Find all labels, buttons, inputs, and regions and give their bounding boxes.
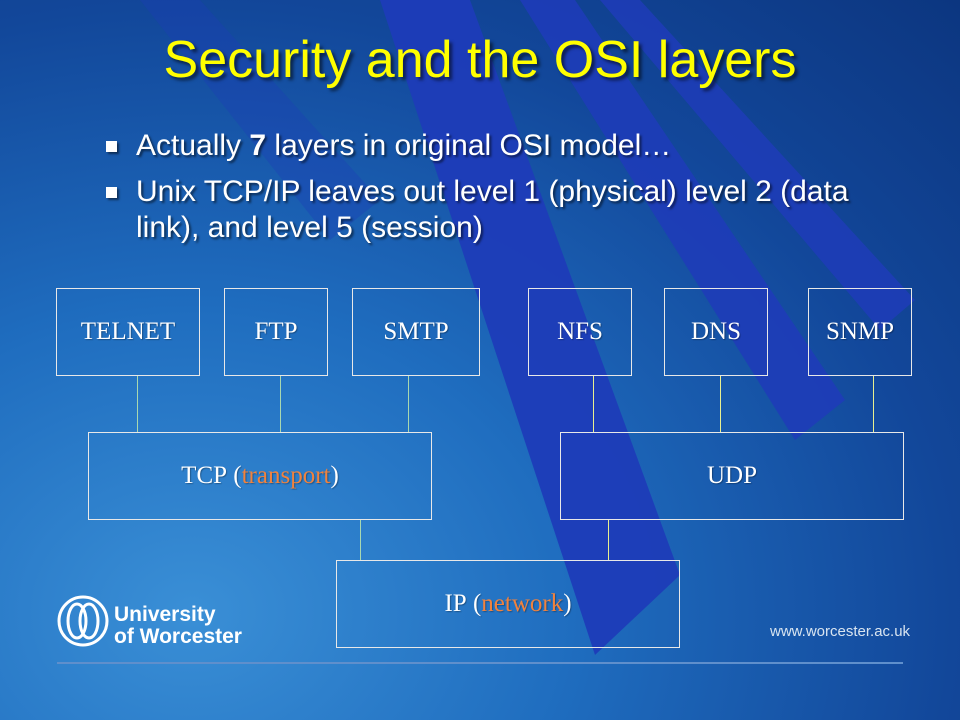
- app-box-nfs: NFS: [528, 288, 632, 376]
- bullet-text-post: layers in original OSI model…: [266, 129, 672, 162]
- app-box-dns: DNS: [664, 288, 768, 376]
- ip-box: IP (network): [336, 560, 680, 648]
- app-label: NFS: [557, 318, 603, 345]
- app-label: TELNET: [80, 318, 176, 345]
- app-box-telnet: TELNET: [56, 288, 200, 376]
- bullet-text: Unix TCP/IP leaves out level 1 (physical…: [136, 175, 849, 244]
- footer-divider: [57, 662, 903, 664]
- bullet-list: Actually 7 layers in original OSI model……: [104, 128, 914, 256]
- connector-udp-ip: [608, 520, 609, 560]
- connector-smtp-tcp: [408, 376, 409, 432]
- app-box-smtp: SMTP: [352, 288, 480, 376]
- app-label: SNMP: [825, 318, 895, 345]
- ip-layer-label: network: [481, 590, 564, 617]
- udp-box: UDP: [560, 432, 904, 520]
- ip-label: IP: [444, 590, 467, 617]
- connector-tcp-ip: [360, 520, 361, 560]
- tcp-box: TCP (transport): [88, 432, 432, 520]
- connector-dns-udp: [720, 376, 721, 432]
- logo-line-2: of Worcester: [114, 625, 242, 648]
- app-box-ftp: FTP: [224, 288, 328, 376]
- slide-title: Security and the OSI layers: [163, 31, 797, 89]
- bullet-square-icon: [106, 141, 117, 152]
- bullet-text-bold: 7: [249, 129, 267, 162]
- app-box-snmp: SNMP: [808, 288, 912, 376]
- tcp-label: TCP: [181, 462, 228, 489]
- connector-nfs-udp: [593, 376, 594, 432]
- app-label: FTP: [254, 318, 298, 345]
- connector-telnet-tcp: [137, 376, 138, 432]
- university-logo-text: University of Worcester: [114, 604, 242, 648]
- app-label: SMTP: [383, 318, 449, 345]
- bullet-text-pre: Actually: [136, 129, 250, 162]
- tcp-layer-label: transport: [241, 462, 331, 489]
- connector-snmp-udp: [873, 376, 874, 432]
- connector-ftp-tcp: [280, 376, 281, 432]
- bullet-item: Unix TCP/IP leaves out level 1 (physical…: [104, 174, 914, 246]
- udp-label: UDP: [706, 462, 757, 489]
- bullet-square-icon: [106, 187, 117, 198]
- logo-line-1: University: [114, 603, 216, 626]
- bullet-item: Actually 7 layers in original OSI model…: [104, 128, 914, 164]
- university-logo-icon: [57, 595, 109, 647]
- app-label: DNS: [690, 318, 741, 345]
- footer-url[interactable]: www.worcester.ac.uk: [770, 623, 911, 640]
